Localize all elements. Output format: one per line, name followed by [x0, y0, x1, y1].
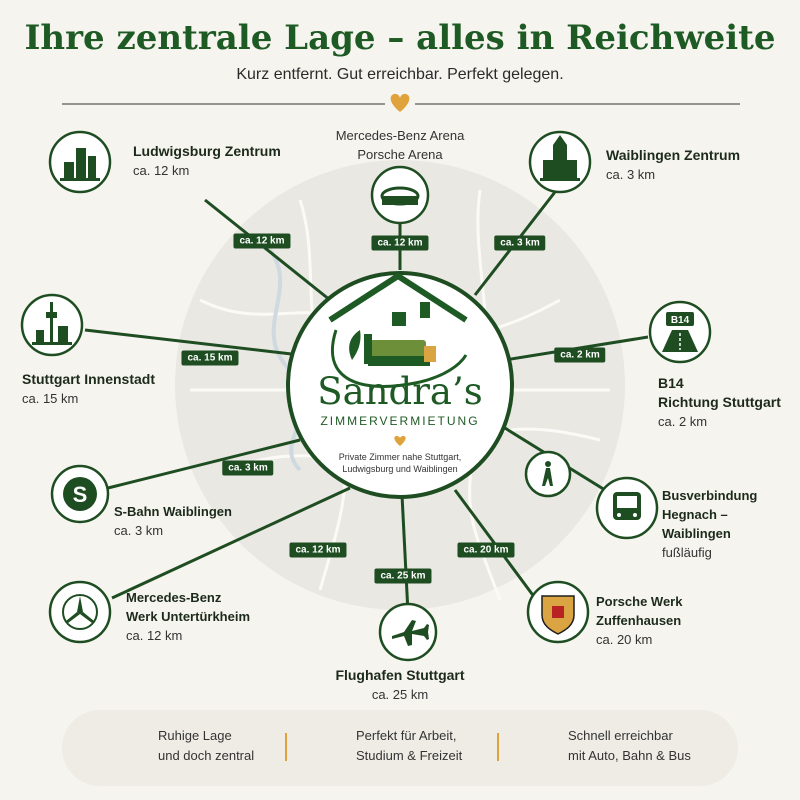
- feature-separator: [285, 733, 287, 761]
- logo-tagline-line2: Ludwigsburg und Waiblingen: [342, 464, 458, 474]
- logo-name: Sandra’s: [317, 370, 483, 413]
- pedestrian-icon: [542, 461, 553, 486]
- header-heart-icon: [390, 93, 410, 112]
- porsche-name-2: Zuffenhausen: [596, 613, 682, 628]
- airport-name: Flughafen Stuttgart: [335, 667, 465, 683]
- bus-name: Busverbindung: [662, 488, 758, 503]
- svg-text:B14: B14: [671, 315, 690, 326]
- waiblingen-label: Waiblingen Zentrum ca. 3 km: [606, 146, 740, 184]
- bus-icon: [613, 492, 641, 520]
- logo-subtitle: ZIMMERVERMIETUNG: [320, 414, 480, 428]
- distance-pill-mercedes: ca. 12 km: [289, 542, 347, 558]
- mercedes-star-icon: [62, 594, 98, 630]
- stuttgart-distance: ca. 15 km: [22, 391, 79, 406]
- b14-name-2: Richtung Stuttgart: [658, 394, 781, 410]
- feature-quiet-line2: und doch zentral: [158, 748, 255, 763]
- logo-heart-icon: [394, 435, 406, 446]
- porsche-crest-icon: [541, 595, 575, 635]
- feature-quiet-location: Ruhige Lage und doch zentral: [158, 726, 254, 766]
- distance-pill-waiblingen: ca. 3 km: [494, 235, 546, 251]
- mercedes-name-2: Werk Untertürkheim: [126, 609, 251, 624]
- feature-reachable-line1: Schnell erreichbar: [568, 728, 673, 743]
- logo-house-icon: [328, 273, 468, 388]
- airport-distance: ca. 25 km: [371, 687, 429, 702]
- highway-icon: B14: [662, 312, 698, 352]
- feature-reachable: Schnell erreichbar mit Auto, Bahn & Bus: [568, 726, 691, 766]
- airplane-icon: [392, 620, 429, 646]
- b14-label: B14 Richtung Stuttgart ca. 2 km: [658, 374, 781, 431]
- mercedes-label: Mercedes-Benz Werk Untertürkheim ca. 12 …: [126, 588, 250, 645]
- porsche-name: Porsche Werk: [596, 594, 683, 609]
- mercedes-name: Mercedes-Benz: [126, 590, 222, 605]
- arena-name-2: Porsche Arena: [357, 147, 443, 162]
- ludwigsburg-distance: ca. 12 km: [133, 163, 190, 178]
- town-hall-icon: [540, 135, 580, 181]
- ludwigsburg-name: Ludwigsburg Zentrum: [133, 143, 281, 159]
- stuttgart-label: Stuttgart Innenstadt ca. 15 km: [22, 370, 155, 408]
- porsche-label: Porsche Werk Zuffenhausen ca. 20 km: [596, 592, 682, 649]
- logo-tagline: Private Zimmer nahe Stuttgart, Ludwigsbu…: [310, 451, 490, 475]
- stadium-icon: [380, 186, 420, 206]
- b14-distance: ca. 2 km: [658, 414, 708, 429]
- feature-bar: [62, 710, 738, 786]
- logo-tagline-line1: Private Zimmer nahe Stuttgart,: [338, 452, 462, 462]
- feature-work-line1: Perfekt für Arbeit,: [356, 728, 457, 743]
- tv-tower-icon: [32, 302, 72, 345]
- distance-pill-porsche: ca. 20 km: [457, 542, 515, 558]
- sbahn-label: S-Bahn Waiblingen ca. 3 km: [114, 502, 232, 540]
- distance-pill-arena: ca. 12 km: [371, 235, 429, 251]
- arena-label: Mercedes-Benz Arena Porsche Arena: [300, 126, 500, 164]
- waiblingen-distance: ca. 3 km: [606, 167, 656, 182]
- arena-name: Mercedes-Benz Arena: [335, 128, 465, 143]
- porsche-distance: ca. 20 km: [596, 632, 653, 647]
- distance-pill-airport: ca. 25 km: [374, 568, 432, 584]
- bus-distance: fußläufig: [662, 545, 712, 560]
- waiblingen-name: Waiblingen Zentrum: [606, 147, 741, 163]
- distance-pill-ludwigsburg: ca. 12 km: [233, 233, 291, 249]
- page-subtitle: Kurz entfernt. Gut erreichbar. Perfekt g…: [236, 66, 564, 83]
- b14-name: B14: [658, 375, 684, 391]
- sbahn-name: S-Bahn Waiblingen: [114, 504, 232, 519]
- mercedes-distance: ca. 12 km: [126, 628, 183, 643]
- distance-pill-sbahn: ca. 3 km: [222, 460, 274, 476]
- page-title: Ihre zentrale Lage – alles in Reichweite: [24, 18, 776, 58]
- feature-reachable-line2: mit Auto, Bahn & Bus: [568, 748, 691, 763]
- stuttgart-name: Stuttgart Innenstadt: [22, 371, 155, 387]
- svg-text:S: S: [73, 482, 88, 507]
- arena-icon-circle: [370, 165, 430, 225]
- feature-work-study: Perfekt für Arbeit, Studium & Freizeit: [356, 726, 462, 766]
- feature-work-line2: Studium & Freizeit: [356, 748, 463, 763]
- airport-label: Flughafen Stuttgart ca. 25 km: [300, 666, 500, 704]
- distance-pill-b14: ca. 2 km: [554, 347, 606, 363]
- distance-pill-stuttgart: ca. 15 km: [181, 350, 239, 366]
- bus-label: Busverbindung Hegnach – Waiblingen fußlä…: [662, 486, 800, 562]
- feature-separator: [497, 733, 499, 761]
- city-skyline-icon: [60, 148, 100, 181]
- ludwigsburg-label: Ludwigsburg Zentrum ca. 12 km: [133, 142, 281, 180]
- sbahn-distance: ca. 3 km: [114, 523, 164, 538]
- bus-name-2: Hegnach – Waiblingen: [662, 507, 731, 541]
- s-bahn-icon: S: [63, 477, 97, 511]
- feature-quiet-line1: Ruhige Lage: [158, 728, 232, 743]
